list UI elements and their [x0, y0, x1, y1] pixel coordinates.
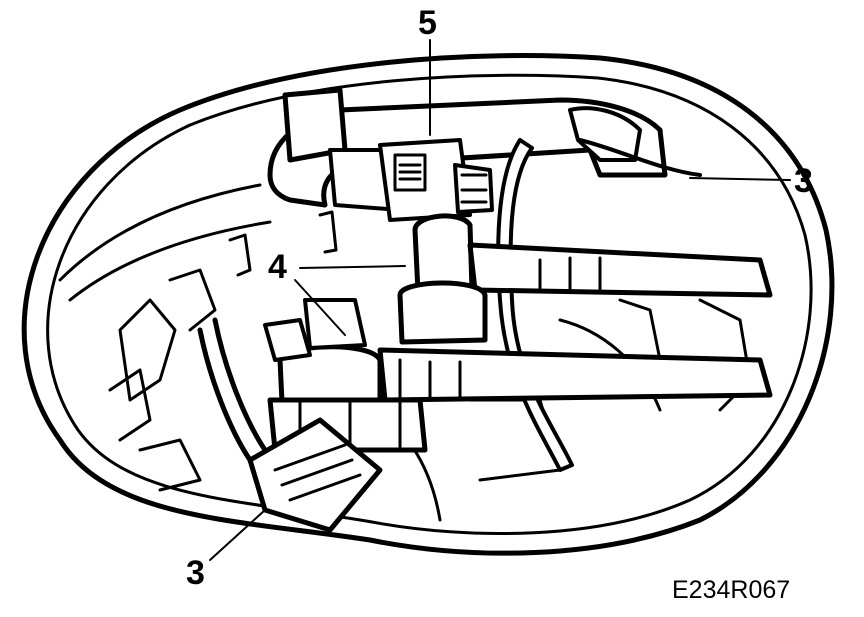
vent-line — [496, 138, 702, 472]
callout-3-left: 3 — [186, 554, 205, 592]
callout-4: 4 — [268, 248, 287, 286]
fuel-hose-upper — [267, 87, 668, 222]
fuel-pipes — [267, 213, 773, 453]
access-opening — [21, 53, 835, 556]
callout-3-right: 3 — [794, 162, 813, 200]
electrical-connector-lower — [197, 317, 383, 533]
figure-code: E234R067 — [672, 576, 791, 604]
callout-5: 5 — [418, 4, 437, 42]
leader-lines — [209, 39, 791, 561]
